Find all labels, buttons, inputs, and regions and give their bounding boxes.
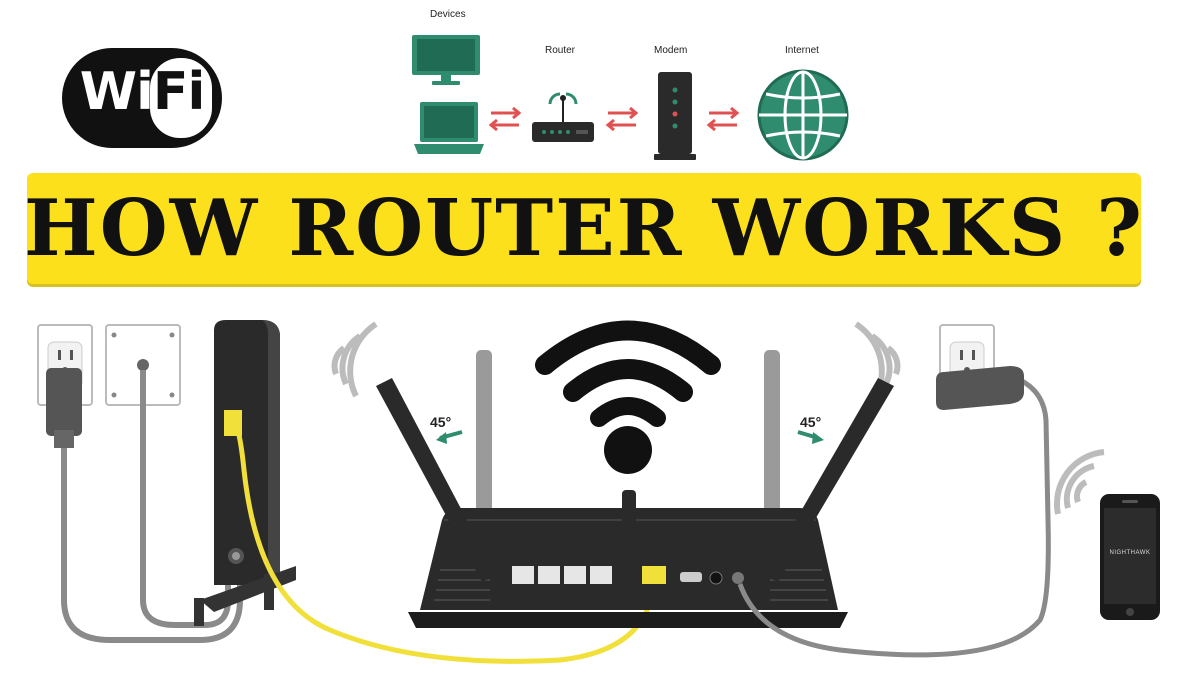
devices-label: Devices <box>430 9 466 20</box>
wifi-logo-text: WiFi <box>62 62 222 122</box>
wifi-logo: WiFi <box>62 40 222 156</box>
angle-label-right: 45° <box>800 414 822 430</box>
antenna-center <box>622 490 636 570</box>
modem-label: Modem <box>654 45 688 56</box>
setup-illustration <box>0 296 1200 675</box>
power-plug-left <box>46 368 82 436</box>
signal-waves-phone <box>1053 449 1105 515</box>
two-way-arrow-icon <box>604 106 640 132</box>
modem-icon <box>652 70 698 162</box>
antenna-front-left <box>376 378 496 582</box>
globe-icon <box>756 68 850 162</box>
router-label: Router <box>545 45 576 56</box>
laptop-icon <box>414 100 484 158</box>
smartphone <box>1100 494 1160 620</box>
internet-label: Internet <box>785 45 819 56</box>
wifi-signal-symbol <box>535 320 721 427</box>
phone-brand-text: NIGHTHAWK <box>1109 550 1151 556</box>
signal-waves-left <box>331 321 378 398</box>
antenna-front-right <box>764 378 894 582</box>
router-icon <box>528 86 598 148</box>
angle-label-left: 45° <box>430 414 452 430</box>
two-way-arrow-icon <box>705 106 741 132</box>
banner-title: HOW ROUTER WORKS ? <box>24 183 1145 274</box>
desktop-icon <box>410 33 482 87</box>
power-adapter <box>936 366 1024 410</box>
wifi-logo-word: WiFi <box>79 62 206 122</box>
coax-wall-plate <box>105 324 181 406</box>
two-way-arrow-icon <box>487 106 523 132</box>
title-banner: HOW ROUTER WORKS ? <box>24 173 1145 284</box>
